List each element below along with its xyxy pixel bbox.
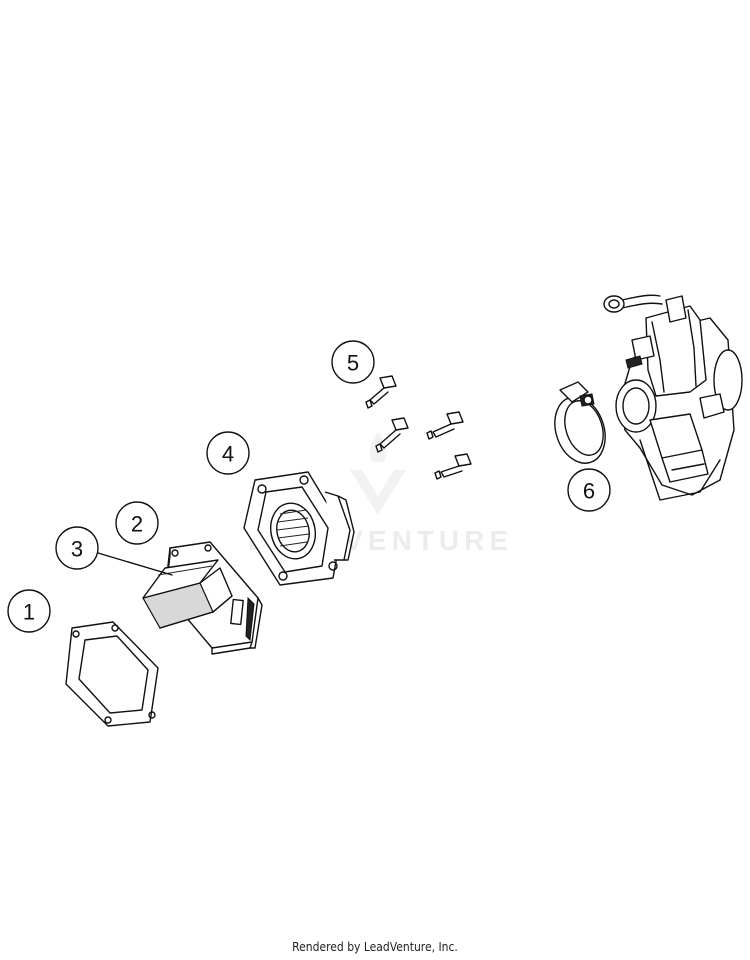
- part-3-reed-block: [142, 559, 233, 629]
- callout-2: 2: [115, 501, 159, 545]
- svg-text:5: 5: [347, 351, 359, 376]
- carburetor: [603, 294, 743, 501]
- callout-5: 5: [331, 340, 375, 384]
- callout-1: 1: [7, 589, 51, 633]
- part-1-gasket: [65, 621, 159, 727]
- callout-4: 4: [206, 431, 250, 475]
- leader-line-3: [97, 552, 173, 576]
- svg-text:3: 3: [71, 537, 83, 562]
- screw-a: [365, 375, 397, 409]
- part-4-intake-flange: [243, 471, 355, 586]
- svg-text:6: 6: [583, 479, 595, 504]
- screw-b: [375, 417, 409, 453]
- footer-credit: Rendered by LeadVenture, Inc.: [292, 940, 458, 954]
- svg-text:2: 2: [131, 512, 143, 537]
- svg-text:1: 1: [23, 600, 35, 625]
- callout-6: 6: [567, 468, 611, 512]
- part-5-screws: [365, 375, 472, 480]
- callout-3: 3: [55, 526, 99, 570]
- svg-text:4: 4: [222, 442, 234, 467]
- part-6-hose-clamp: [554, 381, 606, 464]
- screw-d: [434, 453, 472, 480]
- screw-c: [426, 411, 464, 440]
